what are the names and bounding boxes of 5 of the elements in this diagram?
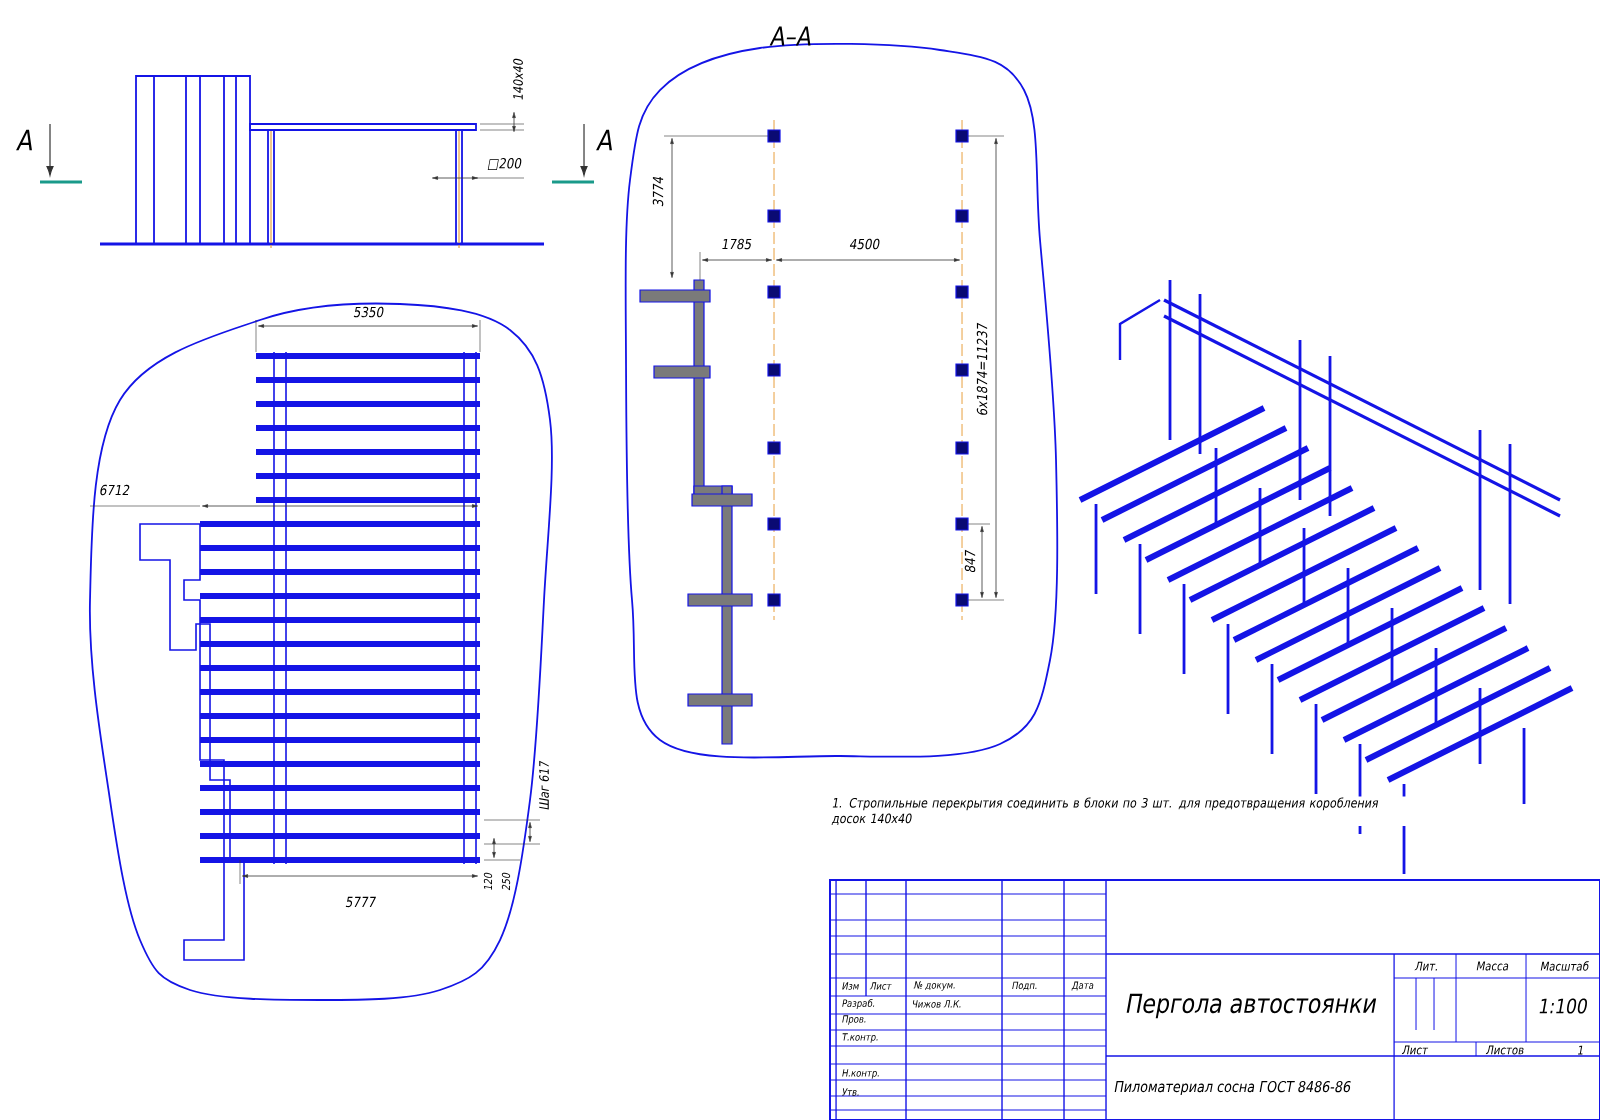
section-title: А–А xyxy=(769,26,811,46)
drawing-title: Пергола автостоянки xyxy=(1126,993,1377,1019)
scale-text: 1:100 xyxy=(1539,998,1587,1014)
section-letter: А xyxy=(16,129,32,151)
section-letter: А xyxy=(596,129,612,151)
